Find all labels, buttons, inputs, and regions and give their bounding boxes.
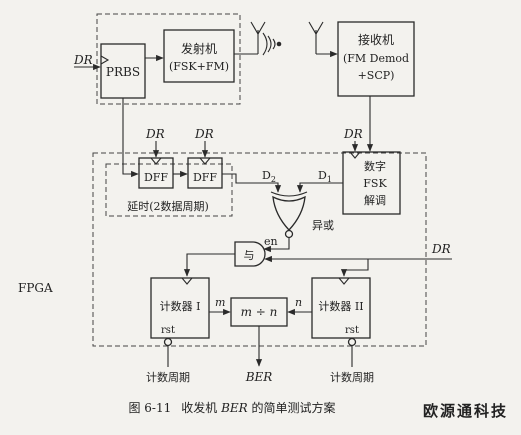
d1-label: D1 [318, 169, 332, 184]
counter-1-rst-bubble [163, 337, 173, 347]
transmitter-label-cn: 发射机 [181, 41, 217, 56]
dff-1-block [138, 157, 174, 189]
xnor-gate-body [272, 195, 306, 231]
counter-2-clock-marker [338, 277, 350, 285]
count-period-label-2: 计数周期 [330, 371, 374, 384]
n-label: n [295, 296, 302, 309]
counter-1-clock-marker [181, 277, 193, 285]
counter-2-block [311, 277, 371, 339]
tx-group-dashed-border [96, 13, 241, 105]
receiver-label-cn: 接收机 [358, 32, 394, 47]
and-gate-label: 与 [244, 249, 255, 262]
fsk-demod-label-demod: 解调 [364, 193, 386, 207]
transmitter-label-mod: (FSK+FM) [169, 60, 229, 73]
dff-1-label: DFF [144, 171, 168, 184]
counter-2-rst-bubble [347, 337, 357, 347]
and-to-counter1-wire [183, 253, 235, 277]
fsk-demod-label-fsk: FSK [363, 177, 387, 190]
prbs-to-dff1-wire [122, 98, 139, 178]
radio-source-dot [276, 41, 282, 47]
prbs-clock-marker [100, 55, 110, 65]
receiver-block [337, 21, 415, 97]
dr-label-dff2: DR [194, 127, 214, 141]
receiver-label-demod: (FM Demod [343, 52, 409, 65]
dff-2-clock-marker [199, 157, 211, 165]
delay-label: 延时(2数据周期) [127, 199, 209, 213]
counter-1-block [150, 277, 210, 339]
counter-1-rst-label: rst [161, 325, 175, 336]
radio-wave-icon [262, 32, 276, 56]
watermark-text: 欧源通科技 [423, 402, 508, 420]
ber-output-label: BER [245, 370, 273, 384]
dr-label-prbs: DR [73, 53, 93, 67]
dff-1-clock-marker [150, 157, 162, 165]
xnor-gate-label: 异或 [312, 219, 334, 232]
fsk-demod-label-digital: 数字 [364, 159, 386, 173]
counter-1-label: 计数器 I [160, 300, 201, 313]
dr-label-and: DR [431, 242, 451, 256]
prbs-label: PRBS [106, 65, 140, 79]
dr-label-dff1: DR [145, 127, 165, 141]
xnor-to-and-wire [263, 238, 290, 253]
fsk-demod-clock-marker [349, 151, 361, 159]
dff2-to-xnor-wire [222, 173, 282, 193]
delay-group-dashed-border [105, 163, 233, 217]
receiver-label-scp: +SCP) [358, 69, 395, 82]
count-period-label-1: 计数周期 [146, 371, 190, 384]
dr-to-counter2-wire [340, 259, 369, 277]
xnor-gate-input-arc [270, 191, 308, 197]
transmitter-block [163, 29, 235, 83]
divider-label: m ÷ n [241, 305, 278, 319]
dr-label-fsk: DR [343, 127, 363, 141]
xnor-gate-bubble [284, 229, 294, 239]
m-label: m [215, 296, 225, 309]
and-gate [234, 241, 266, 267]
d2-label: D2 [262, 169, 276, 184]
en-label: en [264, 235, 278, 248]
counter-2-label: 计数器 II [318, 300, 363, 313]
dff-2-label: DFF [193, 171, 217, 184]
counter-2-rst-label: rst [345, 325, 359, 336]
fsk-to-xnor-wire [296, 182, 343, 193]
fpga-label: FPGA [18, 281, 53, 295]
dff-2-block [187, 157, 223, 189]
tx-antenna-icon [250, 21, 266, 36]
